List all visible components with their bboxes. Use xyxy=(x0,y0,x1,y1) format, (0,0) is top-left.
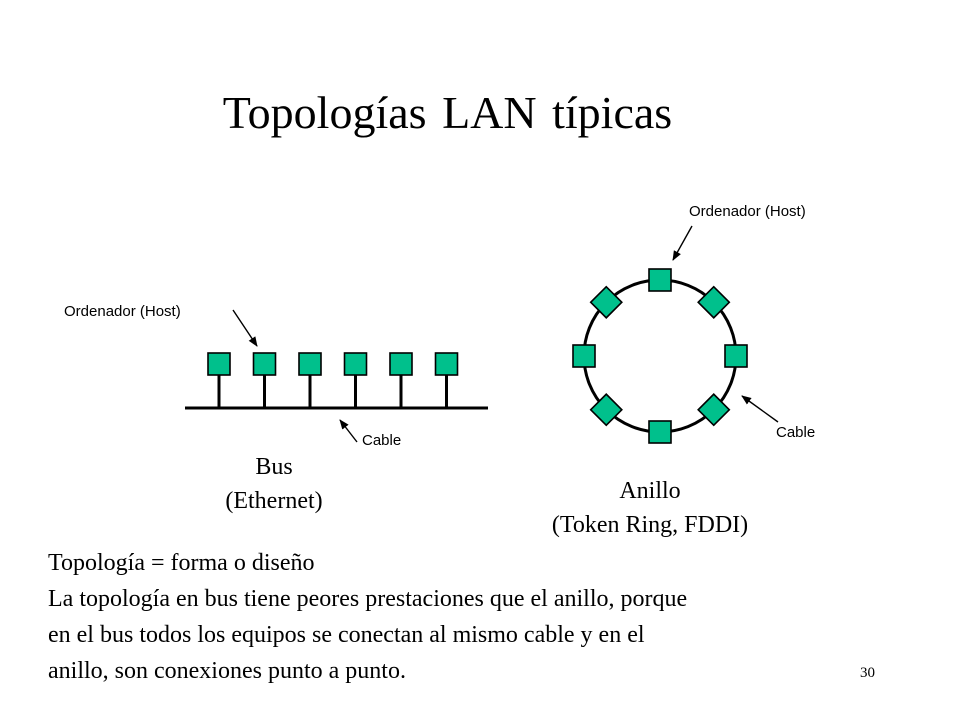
body-line-1: Topología = forma o diseño xyxy=(48,550,315,576)
bus-nodes xyxy=(207,352,459,408)
bus-host-node xyxy=(252,352,277,376)
bus-host-node xyxy=(434,352,459,376)
ring-host-node xyxy=(589,285,623,319)
ring-host-node xyxy=(724,344,748,368)
ring-host-label: Ordenador (Host) xyxy=(689,203,806,220)
bus-host-label: Ordenador (Host) xyxy=(64,303,181,320)
ring-cable-label: Cable xyxy=(776,424,816,441)
bus-host-node xyxy=(343,352,368,376)
body-line-4: anillo, son conexiones punto a punto. xyxy=(48,658,406,684)
bus-host-arrow xyxy=(232,309,258,347)
bus-cable-label: Cable xyxy=(362,432,402,449)
ring-caption-name: Anillo xyxy=(619,478,681,504)
slide-title: Topologías LAN típicas xyxy=(222,87,673,138)
body-line-3: en el bus todos los equipos se conectan … xyxy=(48,622,645,648)
ring-host-node xyxy=(697,393,731,427)
ring-nodes xyxy=(572,268,748,444)
body-text: Topología = forma o diseño La topología … xyxy=(48,545,928,689)
bus-host-node xyxy=(298,352,322,376)
bus-caption: Bus (Ethernet) xyxy=(194,450,354,518)
ring-host-node xyxy=(572,344,596,368)
bus-caption-tech: (Ethernet) xyxy=(225,488,323,514)
bus-caption-name: Bus xyxy=(255,454,293,480)
ring-host-node xyxy=(648,420,672,444)
bus-cable-arrow xyxy=(339,419,358,443)
ring-caption-tech: (Token Ring, FDDI) xyxy=(551,512,749,538)
bus-host-node xyxy=(207,352,231,376)
ring-topology xyxy=(572,225,779,444)
ring-cable-arrow xyxy=(741,395,779,423)
ring-host-arrow xyxy=(672,225,693,261)
bus-topology xyxy=(185,309,488,443)
ring-host-node xyxy=(589,393,623,427)
ring-host-node xyxy=(697,285,731,319)
page-number: 30 xyxy=(860,665,875,681)
bus-host-node xyxy=(389,352,413,376)
ring-caption: Anillo (Token Ring, FDDI) xyxy=(495,474,805,542)
ring-host-node xyxy=(648,268,672,292)
body-line-2: La topología en bus tiene peores prestac… xyxy=(48,586,688,612)
